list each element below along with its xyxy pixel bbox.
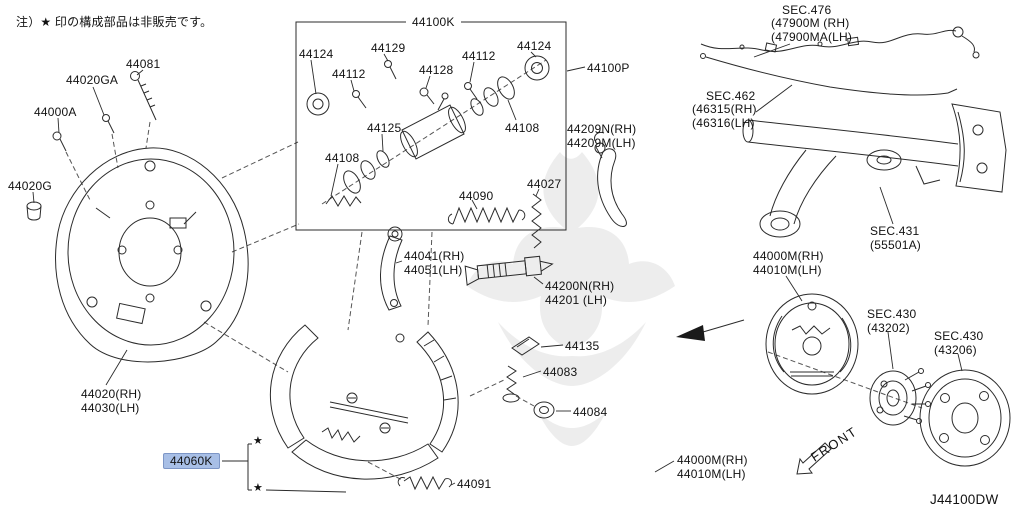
section-label-sec462: SEC.462: [706, 89, 756, 103]
part-label-44083: 44083: [543, 365, 578, 379]
part-label-44128: 44128: [419, 63, 454, 77]
part-label-44129: 44129: [371, 41, 406, 55]
part-label-44124-right: 44124: [517, 39, 552, 53]
section-ref-sec462-parts: (46315(RH) (46316(LH): [692, 102, 757, 131]
bracket-44060K: [222, 443, 347, 493]
rear-axle-drawing: [742, 103, 1007, 238]
part-label-44112-lower: 44112: [332, 67, 366, 81]
section-label-sec431: SEC.431 (55501A): [870, 224, 921, 253]
backing-plate-drawing: [55, 147, 249, 363]
part-label-44000A: 44000A: [34, 105, 77, 119]
part-label-44020: 44020(RH) 44030(LH): [81, 387, 142, 416]
part-label-44135: 44135: [565, 339, 600, 353]
part-label-44108-left: 44108: [325, 151, 360, 165]
parking-cable-drawing: [700, 53, 958, 96]
note-text: 注）★ 印の構成部品は非販売です。: [16, 15, 213, 29]
part-label-44020GA: 44020GA: [66, 73, 119, 87]
star-marker-top: ★: [253, 435, 264, 447]
part-label-44112-upper: 44112: [462, 49, 496, 63]
part-label-44124-left: 44124: [299, 47, 334, 61]
part-label-44200: 44200N(RH) 44201 (LH): [545, 279, 615, 308]
part-label-44000M-lower: 44000M(RH) 44010M(LH): [677, 453, 748, 482]
brake-drum-drawing: [919, 369, 1011, 467]
section-label-sec476: SEC.476: [782, 3, 832, 17]
brake-shoes-drawing: [269, 324, 459, 480]
small-fasteners-drawing: [26, 71, 157, 221]
diagram-code: J44100DW: [930, 492, 999, 507]
wheel-cylinder-parts-drawing: [306, 55, 550, 207]
watermark: [467, 152, 675, 446]
part-label-44090: 44090: [459, 189, 494, 203]
section-label-sec430-hub: SEC.430 (43202): [867, 307, 917, 336]
front-direction-label: FRONT: [808, 423, 861, 465]
part-label-44041: 44041(RH) 44051(LH): [404, 249, 465, 278]
hub-bearing-drawing: [869, 368, 931, 426]
part-label-44060K[interactable]: 44060K: [163, 453, 220, 470]
leader-lines: [32, 43, 963, 486]
section-ref-sec476-parts: (47900M (RH) (47900MA(LH): [771, 16, 853, 45]
part-label-44000M-upper: 44000M(RH) 44010M(LH): [753, 249, 824, 278]
part-label-44100P: 44100P: [587, 61, 630, 75]
levers-springs-adjuster-drawing: [380, 132, 627, 491]
pointer-arrow: [676, 319, 745, 341]
front-arrow: [796, 442, 832, 475]
part-label-44027: 44027: [527, 177, 562, 191]
part-label-44091: 44091: [457, 477, 492, 491]
part-label-44209: 44209N(RH) 44209M(LH): [567, 122, 637, 151]
part-label-44125: 44125: [367, 121, 402, 135]
assembly-kit-label-44100K: 44100K: [406, 15, 461, 30]
rear-brake-assembly-drawing: [765, 293, 859, 395]
part-label-44108-right: 44108: [505, 121, 540, 135]
star-marker-bottom: ★: [253, 482, 264, 494]
part-label-44081: 44081: [126, 57, 161, 71]
part-label-44020G: 44020G: [8, 179, 52, 193]
section-label-sec430-drum: SEC.430 (43206): [934, 329, 984, 358]
part-label-44084: 44084: [573, 405, 608, 419]
